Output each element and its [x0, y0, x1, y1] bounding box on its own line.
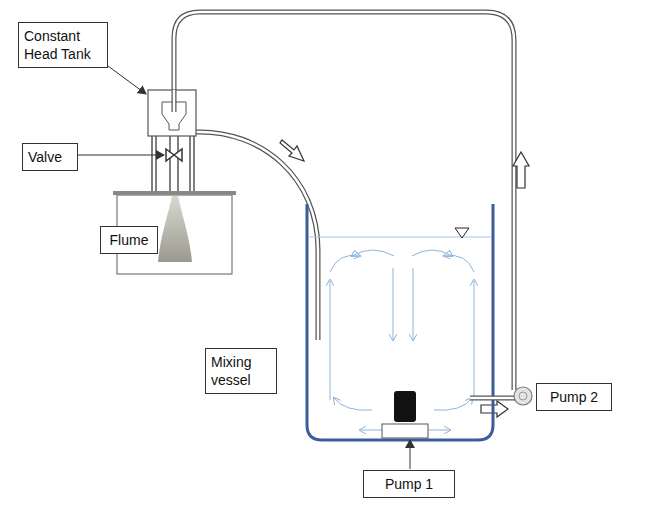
label-box: Constant Head Tank [18, 22, 108, 68]
flow-arrow [280, 140, 304, 161]
mixing-vessel [307, 204, 493, 440]
flow-arrow [513, 152, 529, 188]
tank-support [152, 128, 194, 191]
label-box: Pump 1 [363, 470, 455, 498]
circulation-arrow [330, 250, 474, 430]
node-label: Valve [28, 148, 72, 166]
node-label: Mixing vessel [211, 353, 271, 389]
node-label: Flume [106, 231, 152, 249]
node-label: Pump 2 [542, 388, 606, 406]
leader-line [78, 66, 410, 469]
pump-2 [470, 387, 532, 405]
pump-1 [382, 391, 428, 438]
node-label: Pump 1 [369, 475, 449, 493]
label-box: Flume [100, 226, 158, 254]
label-box: Pump 2 [536, 383, 612, 411]
valve-symbol [166, 149, 182, 161]
node-label: Constant Head Tank [24, 27, 102, 63]
head-tank [148, 90, 196, 136]
label-box: Mixing vessel [205, 348, 277, 394]
label-box: Valve [22, 143, 78, 171]
